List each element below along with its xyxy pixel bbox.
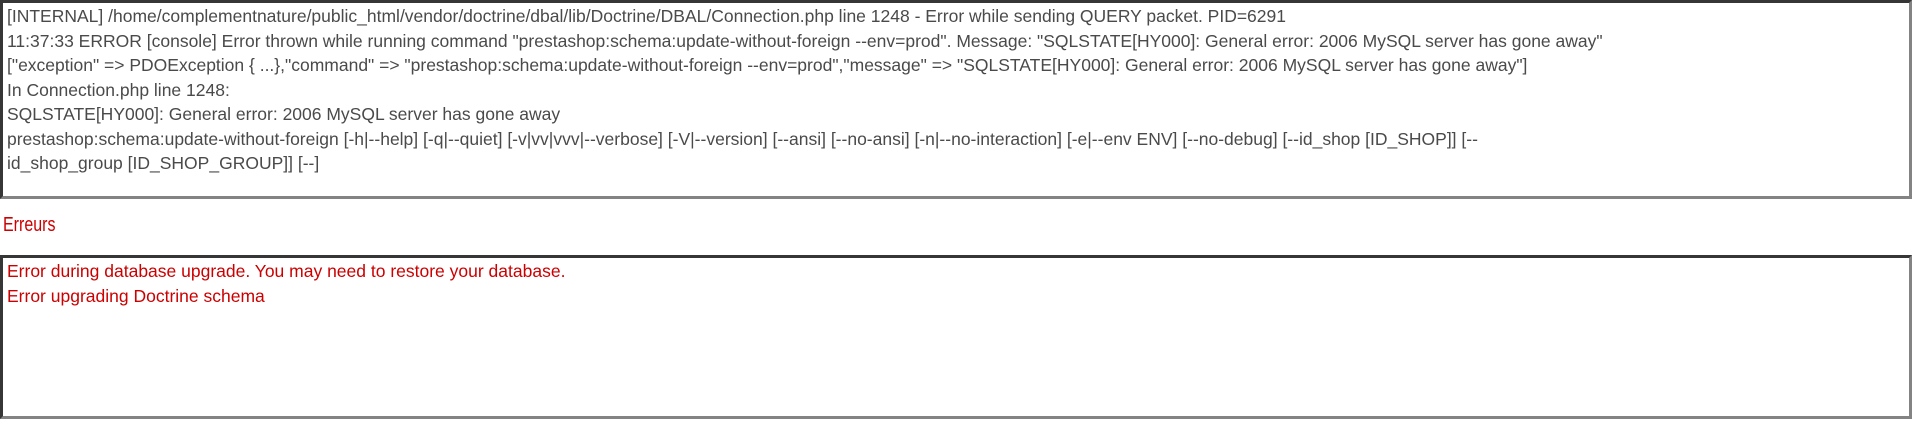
errors-box[interactable]: Error during database upgrade. You may n… [0,255,1912,419]
log-line: ["exception" => PDOException { ...},"com… [7,55,1528,75]
errors-heading: Erreurs [3,214,56,236]
log-line: 11:37:33 ERROR [console] Error thrown wh… [7,30,1603,51]
log-line: In Connection.php line 1248: [7,79,230,100]
log-line: SQLSTATE[HY000]: General error: 2006 MyS… [7,104,561,124]
upgrade-log-box[interactable]: [INTERNAL] /home/complementnature/public… [0,0,1912,199]
error-line: Error upgrading Doctrine schema [7,285,265,306]
error-line: Error during database upgrade. You may n… [7,261,566,281]
log-line: id_shop_group [ID_SHOP_GROUP]] [--] [7,153,320,173]
log-line: [INTERNAL] /home/complementnature/public… [7,6,1286,26]
log-line: prestashop:schema:update-without-foreign… [7,128,1478,149]
